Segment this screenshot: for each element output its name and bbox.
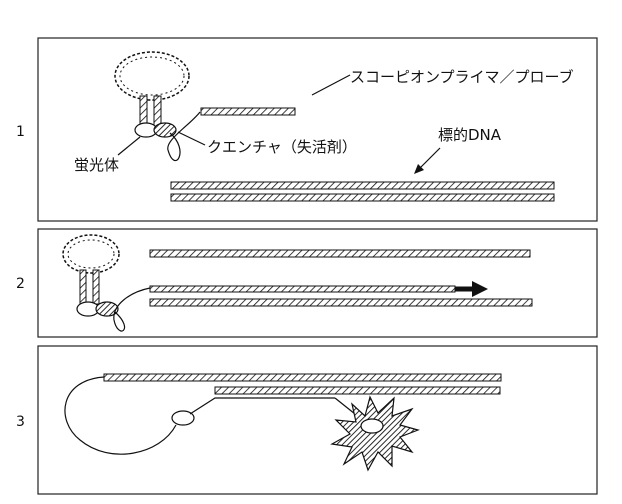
- target-dna-strand-2a: [150, 250, 530, 257]
- label-fluorophore: 蛍光体: [74, 154, 119, 175]
- step-number-1: 1: [16, 124, 25, 140]
- hairpin-loop: [115, 52, 189, 100]
- hairpin-probe-1: [115, 52, 200, 161]
- pointer-fluorophore: [118, 137, 140, 155]
- pointer-target-dna: [418, 148, 440, 170]
- label-primer-probe: スコーピオンプライマ／プローブ: [350, 66, 574, 87]
- target-dna-strand-3: [104, 374, 501, 381]
- fluorescence-burst: [332, 397, 418, 470]
- primer-strand-3: [215, 387, 500, 394]
- target-dna-strand-1b: [171, 194, 554, 201]
- linker-tail: [168, 112, 200, 161]
- step-number-3: 3: [16, 414, 25, 430]
- target-dna-strand-1a: [171, 182, 554, 189]
- label-target-dna: 標的DNA: [438, 124, 501, 145]
- pointer-primer-probe: [312, 75, 350, 95]
- hairpin-probe-2: [63, 235, 150, 331]
- primer-strand-1: [201, 108, 295, 115]
- target-dna-strand-2b: [150, 299, 532, 306]
- primer-extension-2: [150, 286, 455, 292]
- panel-step-3: [38, 346, 597, 494]
- fluorophore-shape-3: [361, 419, 383, 433]
- pointer-quencher: [178, 132, 205, 145]
- probe-loop-3: [65, 377, 176, 454]
- step-number-2: 2: [16, 276, 25, 292]
- label-quencher: クエンチャ（失活剤）: [207, 136, 357, 157]
- probe-stem-3: [190, 398, 335, 414]
